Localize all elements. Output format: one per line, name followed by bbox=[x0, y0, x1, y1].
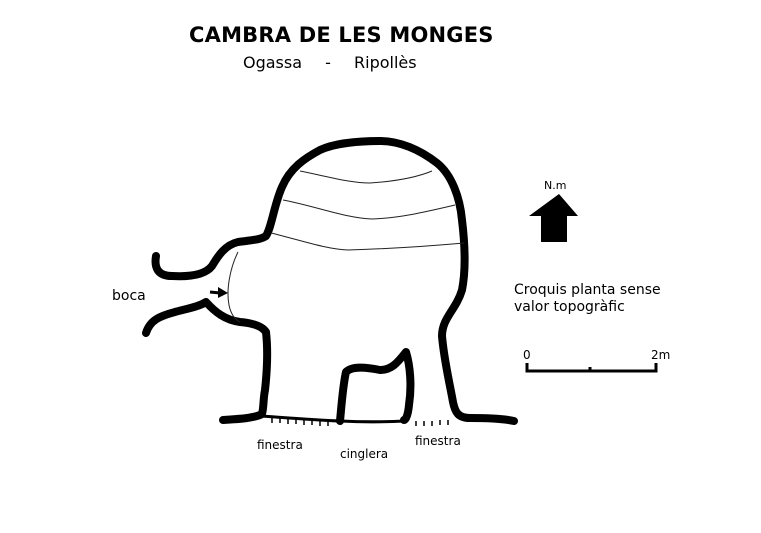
note-line-1: Croquis planta sense bbox=[514, 282, 661, 298]
location-subtitle: Ogassa - Ripollès bbox=[243, 53, 417, 72]
ground-line bbox=[261, 414, 406, 424]
scale-start-label: 0 bbox=[523, 348, 531, 362]
north-arrow-icon bbox=[529, 194, 578, 242]
location-place: Ogassa bbox=[243, 53, 303, 72]
contour-lines bbox=[227, 170, 465, 323]
scale-end-label: 2m bbox=[651, 348, 671, 362]
entrance-arrow-icon bbox=[209, 287, 228, 298]
window-hatch-right bbox=[415, 420, 449, 426]
north-label: N.m bbox=[544, 179, 567, 192]
window-right-label: finestra bbox=[415, 434, 461, 448]
window-hatch-left bbox=[271, 418, 329, 426]
note-line-2: valor topogràfic bbox=[514, 299, 625, 315]
cliff-label: cinglera bbox=[340, 447, 389, 461]
cave-outline bbox=[142, 137, 518, 425]
location-separator: - bbox=[325, 53, 331, 72]
page-title: CAMBRA DE LES MONGES bbox=[189, 23, 494, 47]
window-left-label: finestra bbox=[257, 438, 303, 452]
scale-bar bbox=[525, 363, 658, 373]
entrance-label: boca bbox=[112, 288, 146, 304]
location-region: Ripollès bbox=[354, 53, 417, 72]
